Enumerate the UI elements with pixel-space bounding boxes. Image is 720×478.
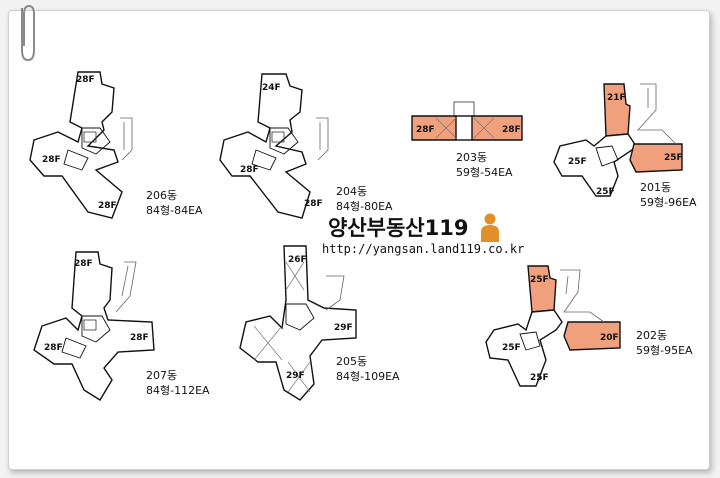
building-205: 26F 29F 29F [239, 245, 357, 401]
building-name: 207동 [146, 369, 178, 382]
building-204: 24F 28F 28F [219, 73, 329, 219]
brand-name: 양산부동산119 [328, 216, 469, 240]
floor-label: 29F [286, 371, 305, 381]
floor-label: 25F [664, 153, 683, 163]
building-spec: 84형-80EA [336, 200, 393, 213]
building-label-205: 205동 84형-109EA [336, 354, 400, 384]
building-label-203: 203동 59형-54EA [456, 150, 513, 180]
floor-label: 24F [262, 83, 281, 93]
floor-label: 21F [607, 93, 626, 103]
floor-label: 29F [334, 323, 353, 333]
floor-label: 28F [304, 199, 323, 209]
building-spec: 84형-112EA [146, 384, 210, 397]
building-name: 204동 [336, 185, 368, 198]
building-name: 201동 [640, 181, 672, 194]
floor-label: 28F [502, 125, 521, 135]
floor-label: 28F [42, 155, 61, 165]
building-spec: 59형-95EA [636, 344, 693, 357]
floor-label: 25F [530, 275, 549, 285]
paperclip-icon [21, 4, 35, 62]
floor-label: 28F [98, 201, 117, 211]
building-203: 28F 28F [411, 101, 523, 141]
building-201: 21F 25F 25F 25F [553, 83, 683, 197]
building-label-204: 204동 84형-80EA [336, 184, 393, 214]
building-label-206: 206동 84형-84EA [146, 188, 203, 218]
site-plan-frame [8, 10, 710, 470]
floor-label: 26F [288, 255, 307, 265]
building-name: 206동 [146, 189, 178, 202]
floor-label: 28F [76, 75, 95, 85]
floor-label: 28F [240, 165, 259, 175]
floor-label: 25F [502, 343, 521, 353]
floor-label: 28F [44, 343, 63, 353]
person-icon [481, 213, 499, 242]
building-name: 202동 [636, 329, 668, 342]
brand-url[interactable]: http://yangsan.land119.co.kr [322, 242, 525, 256]
building-name: 203동 [456, 151, 488, 164]
building-207: 28F 28F 28F [33, 251, 155, 401]
building-name: 205동 [336, 355, 368, 368]
floor-label: 25F [568, 157, 587, 167]
floor-label: 20F [600, 333, 619, 343]
floor-label: 25F [596, 187, 615, 197]
building-spec: 59형-54EA [456, 166, 513, 179]
building-spec: 84형-109EA [336, 370, 400, 383]
building-spec: 84형-84EA [146, 204, 203, 217]
floor-label: 25F [530, 373, 549, 383]
floor-label: 28F [74, 259, 93, 269]
floor-label: 28F [130, 333, 149, 343]
building-label-201: 201동 59형-96EA [640, 180, 697, 210]
building-202: 25F 20F 25F 25F [485, 265, 621, 387]
building-206: 28F 28F 28F [29, 71, 133, 219]
building-spec: 59형-96EA [640, 196, 697, 209]
building-label-207: 207동 84형-112EA [146, 368, 210, 398]
floor-label: 28F [416, 125, 435, 135]
building-label-202: 202동 59형-95EA [636, 328, 693, 358]
